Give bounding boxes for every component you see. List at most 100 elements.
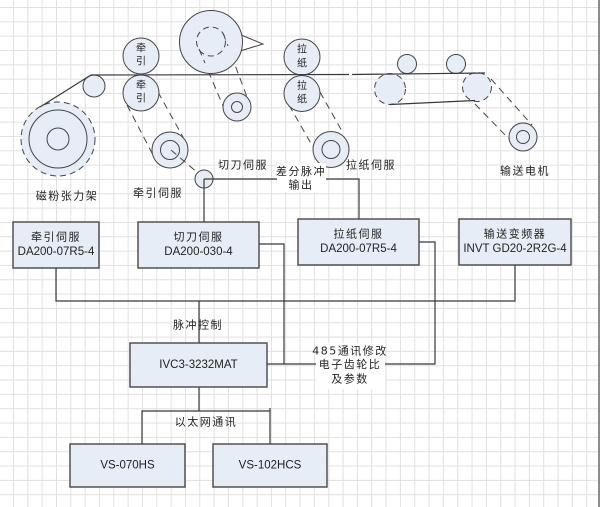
plc-box: IVC3-3232MAT: [129, 342, 268, 388]
pull-servo-rs485-wire: [385, 241, 436, 365]
paper-pull-roller-top-label-2: 纸: [297, 57, 307, 70]
web-segment-tension-to-guide: [39, 74, 92, 108]
traction-roller-top-label-2: 引: [136, 56, 146, 68]
conveyor-roller-left: [374, 73, 406, 105]
paper-pull-servo-pulley-outer: [312, 131, 350, 168]
traction-belt-left: [126, 104, 154, 156]
conveyor-roller-right: [462, 72, 492, 102]
hmi-2-box-frame: [212, 443, 328, 488]
traction-roller-bottom: 牵 引: [122, 74, 160, 112]
conveyor-press-roller-1: [397, 54, 417, 74]
paper-pull-servo-box-title: 拉纸伺服: [334, 227, 384, 241]
conveyor-motor-label: 输送电机: [500, 164, 550, 178]
hmi-1-box-frame: [69, 443, 186, 488]
tension-frame-hub: [46, 127, 70, 151]
traction-roller-bottom-label-1: 牵: [136, 80, 146, 92]
control-wiring: [55, 241, 516, 444]
paper-pull-servo-pulley: [312, 131, 350, 168]
cutter-servo-box-frame: [137, 221, 260, 269]
paper-pull-servo-box: 拉纸伺服 DA200-07R5-4: [297, 218, 420, 266]
paper-pull-roller-bottom-circle: [283, 75, 321, 112]
paper-pull-servo-pulley-inner: [321, 140, 341, 159]
cutter-servo-box-model: DA200-030-4: [164, 246, 233, 258]
conveyor-motor-pulley-inner: [516, 130, 530, 144]
rs485-label-line-1: 485通讯修改: [312, 344, 388, 358]
pull-belt-right: [319, 91, 344, 134]
conveyor-inverter-box: 输送变频器 INVT GD20-2R2G-4: [458, 218, 572, 266]
traction-servo-pulley-inner: [160, 140, 180, 160]
cutter-roller-circle: [179, 10, 243, 74]
cutter-servo-box-title: 切刀伺服: [174, 231, 224, 244]
web-segment-conveyor: [351, 72, 486, 76]
hmi-2-box-model: VS-102HCS: [239, 460, 302, 472]
cutter-servo-box: 切刀伺服 DA200-030-4: [137, 221, 260, 269]
differential-pulse-label-background: [277, 163, 326, 192]
traction-roller-top-circle: [122, 37, 160, 75]
hmi-2-box: VS-102HCS: [212, 443, 328, 488]
differential-pulse-label-line-2: 输出: [289, 178, 314, 192]
cutter-roller-hub: [196, 26, 226, 57]
pulse-control-bus: [55, 265, 516, 302]
pull-belt-left: [288, 104, 314, 148]
tension-frame-label: 磁粉张力架: [36, 190, 99, 203]
cutter-belt-left: [198, 48, 224, 107]
plc-box-model: IVC3-3232MAT: [159, 359, 237, 371]
cutter-belt-right-upper: [222, 32, 229, 47]
differential-pulse-wiring: [203, 178, 360, 222]
paper-pull-roller-bottom-label-2: 纸: [297, 93, 307, 106]
traction-servo-box-frame: [12, 221, 100, 269]
rs485-label: 485通讯修改 电子齿轮比 及参数: [312, 343, 388, 389]
web-segment-main: [90, 73, 350, 76]
paper-pull-roller-top-label-1: 拉: [297, 43, 307, 56]
conveyor-inverter-box-frame: [458, 218, 572, 266]
cutter-servo-pulley: [222, 92, 252, 122]
encoder-link: [170, 149, 199, 174]
paper-pull-roller-bottom: 拉 纸: [283, 75, 321, 112]
differential-pulse-label: 差分脉冲 输出: [276, 163, 326, 192]
magnetic-powder-tension-frame: [20, 101, 96, 177]
hmi-1-box-model: VS-070HS: [100, 460, 155, 472]
traction-servo-pulley-outer: [151, 131, 189, 169]
conveyor-belt-bottom: [389, 99, 476, 106]
cutter-servo-rs485-wire: [259, 243, 285, 364]
conveyor-motor-pulley: [508, 122, 538, 152]
paper-pull-roller-bottom-label-1: 拉: [297, 79, 307, 92]
rs485-label-line-3: 及参数: [331, 372, 369, 386]
conveyor-drive-belt-left: [474, 103, 511, 141]
cutter-roller: [179, 10, 265, 74]
pulse-control-label: 脉冲控制: [173, 318, 223, 332]
paper-web-path: [39, 72, 486, 108]
tension-frame-middle-ring: [28, 109, 88, 169]
hmi-1-box: VS-070HS: [69, 443, 186, 488]
traction-roller-top-label-1: 牵: [136, 43, 146, 55]
traction-servo-box-title: 牵引伺服: [31, 230, 81, 244]
diff-pulse-wire-to-pull-servo: [326, 178, 360, 219]
cutter-servo-label: 切刀伺服: [218, 159, 268, 172]
paper-pull-servo-box-frame: [297, 218, 420, 266]
traction-roller-top: 牵 引: [122, 37, 160, 75]
traction-servo-pulley: [151, 131, 189, 169]
ethernet-bus-left: [141, 410, 270, 444]
cutter-servo-pulley-outer: [222, 92, 252, 122]
traction-servo-box-model: DA200-07R5-4: [18, 246, 95, 258]
conveyor-drive-belt-right: [490, 78, 533, 126]
belt-drives: [126, 32, 533, 156]
rs485-label-line-2: 电子齿轮比: [319, 357, 382, 371]
conveyor-press-roller-2: [446, 54, 466, 74]
cutter-servo-pulley-inner: [231, 101, 243, 113]
plc-box-frame: [129, 342, 268, 388]
tension-frame-outer-ring: [20, 101, 96, 177]
conveyor: [374, 54, 492, 106]
traction-belt-right: [157, 91, 184, 138]
canvas-right-edge: [598, 0, 600, 507]
conveyor-inverter-box-model: INVT GD20-2R2G-4: [463, 243, 567, 255]
ethernet-label: 以太网通讯: [175, 416, 238, 429]
conveyor-inverter-box-title: 输送变频器: [484, 227, 547, 241]
traction-servo-label: 牵引伺服: [133, 186, 183, 200]
paper-pull-servo-label: 拉纸伺服: [346, 158, 396, 172]
traction-servo-box: 牵引伺服 DA200-07R5-4: [12, 221, 100, 269]
conveyor-motor-pulley-outer: [508, 122, 538, 152]
rs485-label-background: [316, 343, 385, 389]
cutter-belt-left-upper: [198, 48, 206, 64]
